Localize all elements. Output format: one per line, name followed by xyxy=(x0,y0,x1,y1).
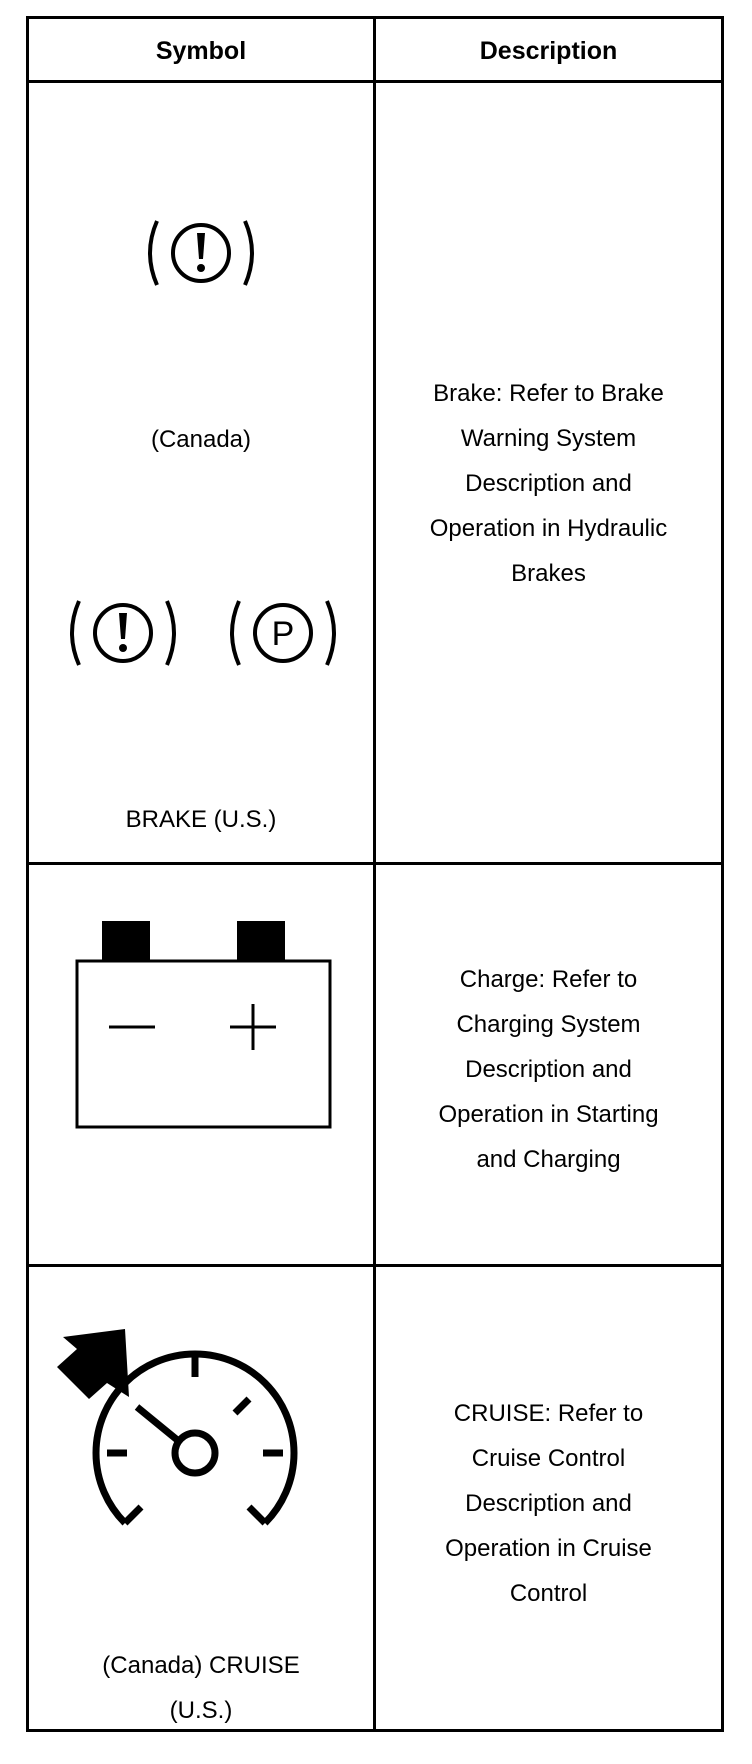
description-line: Cruise Control xyxy=(471,1445,626,1472)
description-line: Operation in Starting xyxy=(438,1101,659,1128)
description-line: and Charging xyxy=(476,1146,621,1173)
header-divider xyxy=(29,80,721,83)
header-description: Description xyxy=(479,36,618,65)
description-line: Brakes xyxy=(511,560,586,587)
brake-warning-icon xyxy=(70,600,176,666)
description-cell: Charge: Refer to Charging System Descrip… xyxy=(376,957,721,1182)
description-line: CRUISE: Refer to xyxy=(453,1400,644,1427)
symbol-description-table: Symbol Description (Canada) P BRAKE (U.S… xyxy=(26,16,724,1732)
battery-icon xyxy=(75,921,332,1129)
header-symbol: Symbol xyxy=(155,36,247,65)
column-divider xyxy=(373,19,376,1729)
description-cell: CRUISE: Refer to Cruise Control Descript… xyxy=(376,1391,721,1616)
symbol-label-line: (Canada) CRUISE xyxy=(102,1652,300,1679)
row-divider xyxy=(29,862,721,865)
description-line: Warning System xyxy=(460,425,637,452)
symbol-label-cruise: (Canada) CRUISE (U.S.) xyxy=(29,1643,373,1733)
description-line: Description and xyxy=(465,1490,632,1517)
description-cell: Brake: Refer to Brake Warning System Des… xyxy=(376,371,721,596)
description-line: Charge: Refer to xyxy=(459,966,638,993)
parking-letter: P xyxy=(272,615,295,653)
row-divider xyxy=(29,1264,721,1267)
cruise-control-icon xyxy=(57,1329,298,1526)
description-line: Control xyxy=(509,1580,588,1607)
brake-warning-icon xyxy=(148,220,254,286)
symbol-label-us: BRAKE (U.S.) xyxy=(125,806,277,833)
symbol-label-line: (U.S.) xyxy=(169,1697,233,1724)
description-line: Description and xyxy=(465,1056,632,1083)
symbol-label-canada: (Canada) xyxy=(150,426,252,453)
description-line: Brake: Refer to Brake xyxy=(433,380,664,407)
parking-brake-icon: P xyxy=(230,600,336,666)
description-line: Charging System xyxy=(456,1011,641,1038)
description-line: Description and xyxy=(465,470,632,497)
description-line: Operation in Cruise xyxy=(445,1535,652,1562)
description-line: Operation in Hydraulic xyxy=(429,515,668,542)
